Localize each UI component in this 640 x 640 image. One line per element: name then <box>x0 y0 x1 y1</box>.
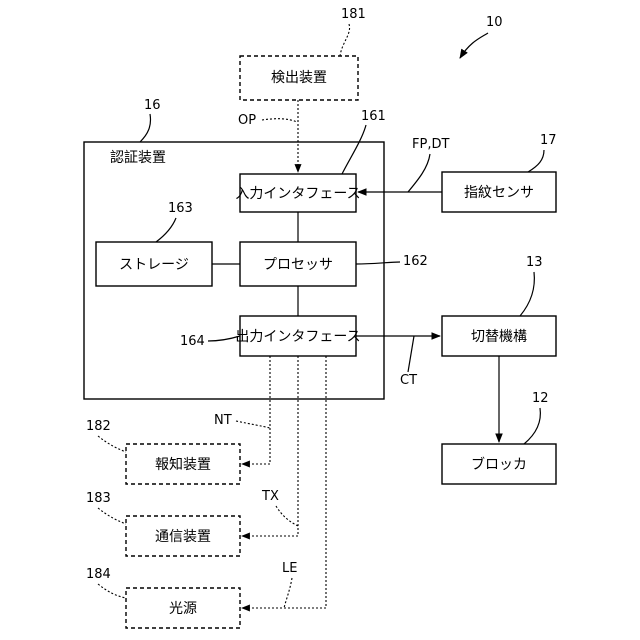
fingerprint-sensor-label: 指紋センサ <box>464 185 534 201</box>
detector-ref-leader <box>340 24 350 56</box>
le-signal-label: LE <box>282 561 297 576</box>
input-interface-ref: 161 <box>361 109 386 124</box>
blocker-ref: 12 <box>532 391 549 406</box>
processor-label: プロセッサ <box>263 257 333 273</box>
blocker-label: ブロッカ <box>471 456 527 473</box>
light-source-ref-leader <box>98 584 126 598</box>
nt-signal-leader <box>236 421 270 428</box>
notification-device-ref-leader <box>98 436 126 452</box>
blocker-ref-leader <box>524 408 540 444</box>
ct-signal-leader <box>408 336 414 372</box>
light-source-label: 光源 <box>169 601 197 617</box>
communication-device-ref: 183 <box>86 491 111 506</box>
tx-signal-leader <box>276 506 298 526</box>
storage-label: ストレージ <box>119 257 189 273</box>
fp-dt-signal-label: FP,DT <box>412 137 449 152</box>
communication-device-ref-leader <box>98 508 126 524</box>
op-signal-leader <box>262 119 297 122</box>
le-signal-leader <box>284 578 292 608</box>
detector-ref: 181 <box>341 7 366 22</box>
detector-label: 検出装置 <box>271 70 327 86</box>
switch-mechanism-ref-leader <box>520 272 534 316</box>
output-interface-label: 出力インタフェース <box>235 329 360 345</box>
switch-mechanism-ref: 13 <box>526 255 543 270</box>
ct-signal-label: CT <box>400 373 417 388</box>
output-interface-ref: 164 <box>180 334 205 349</box>
switch-mechanism-label: 切替機構 <box>471 329 527 345</box>
fingerprint-sensor-ref: 17 <box>540 133 557 148</box>
auth-device-title: 認証装置 <box>110 150 166 166</box>
op-signal-label: OP <box>238 113 256 128</box>
input-interface-label: 入力インタフェース <box>235 186 360 202</box>
auth-device-ref-leader <box>140 114 151 142</box>
system-ref-label: 10 <box>486 15 503 30</box>
notification-device-label: 報知装置 <box>155 456 211 473</box>
light-source-ref: 184 <box>86 567 111 582</box>
processor-ref: 162 <box>403 254 428 269</box>
tx-signal-label: TX <box>261 489 279 504</box>
notification-device-ref: 182 <box>86 419 111 434</box>
communication-device-label: 通信装置 <box>155 529 211 545</box>
nt-signal-label: NT <box>214 413 232 428</box>
fp-dt-signal-leader <box>408 154 430 192</box>
storage-ref: 163 <box>168 201 193 216</box>
fingerprint-sensor-ref-leader <box>528 150 544 172</box>
auth-device-ref: 16 <box>144 98 161 113</box>
system-ref-arrow <box>460 33 488 58</box>
